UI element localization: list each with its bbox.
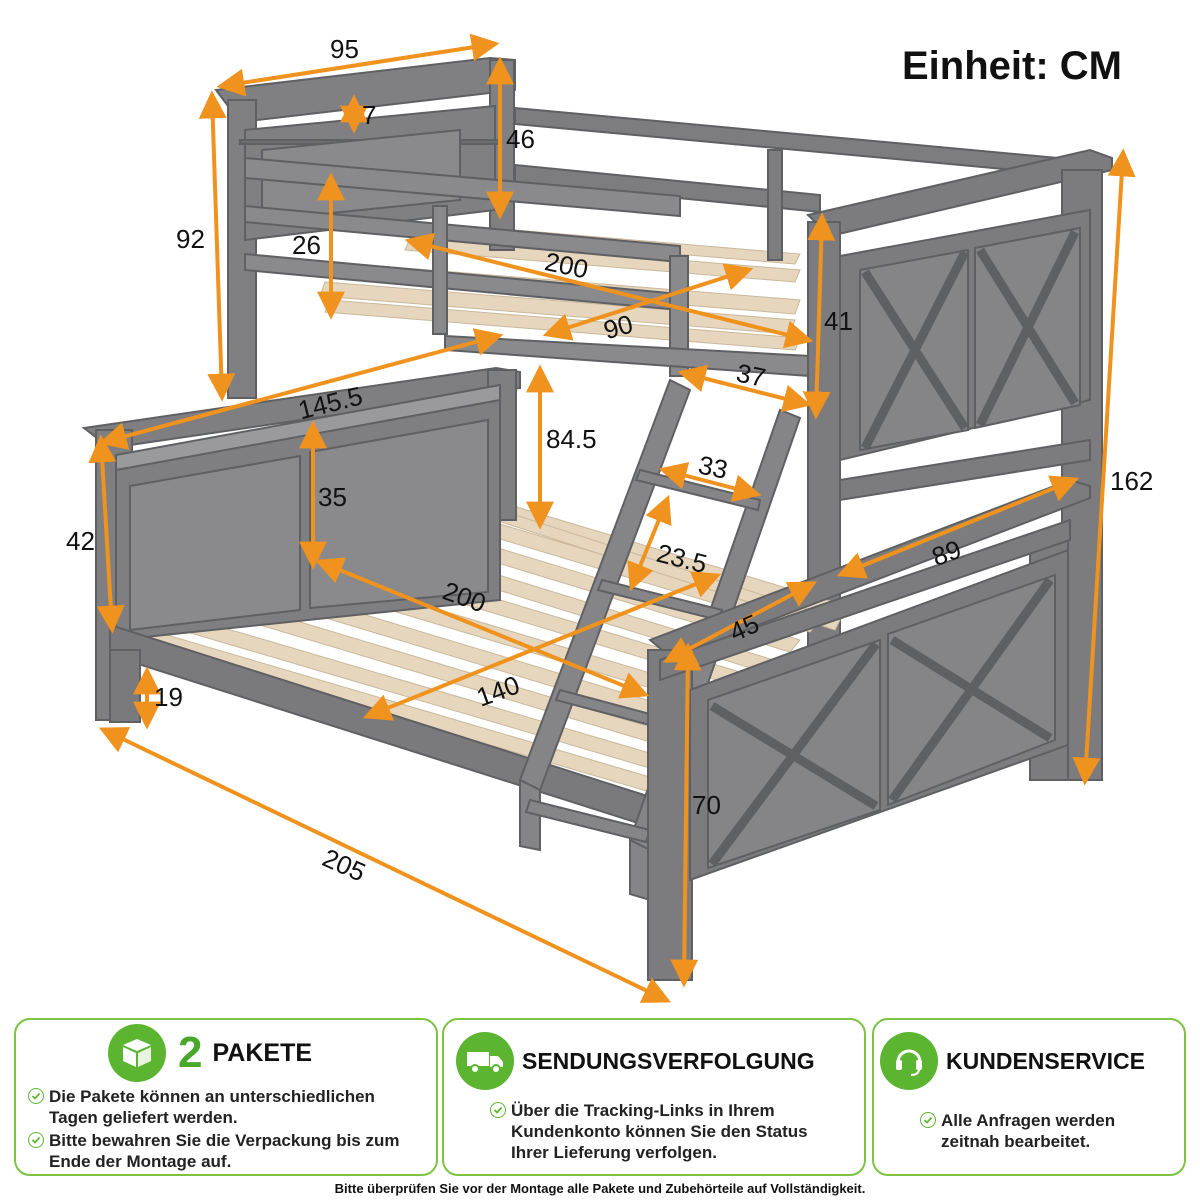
- packages-card-header: 2 PAKETE: [108, 1024, 312, 1082]
- label-between-beds: 84.5: [546, 424, 597, 454]
- dim-line-step-width: [658, 462, 762, 502]
- label-upper-total-height: 92: [176, 224, 205, 254]
- check-icon: [490, 1102, 506, 1118]
- dim-line-total-length: [98, 727, 672, 1003]
- dim-line-upper-width: [542, 263, 754, 341]
- dimension-labels: 95 7 46 92 26 200 90 41 37 145.5 84.5 33…: [66, 34, 1153, 887]
- tracking-title: SENDUNGSVERFOLGUNG: [522, 1047, 815, 1074]
- service-item-1-text: Alle Anfragen werden zeitnah bearbeitet.: [941, 1111, 1116, 1151]
- package-count: 2: [178, 1028, 203, 1077]
- label-top-width: 95: [330, 34, 359, 64]
- dim-line-upper-right-panel: [802, 212, 836, 420]
- label-upper-right-panel: 41: [824, 306, 853, 336]
- lower-footboard: [647, 478, 1091, 981]
- dim-line-ladder-opening: [677, 364, 812, 413]
- packages-item-2: Bitte bewahren Sie die Verpackung bis zu…: [28, 1130, 428, 1172]
- dim-line-upper-total-height: [198, 90, 236, 402]
- check-icon: [28, 1088, 44, 1104]
- dim-line-footboard-height: [670, 642, 702, 988]
- tracking-card: SENDUNGSVERFOLGUNG Über die Tracking-Lin…: [442, 1018, 866, 1176]
- label-lower-panel: 35: [318, 482, 347, 512]
- packages-title: PAKETE: [212, 1038, 313, 1067]
- dim-line-footboard-top: [836, 475, 1080, 579]
- packages-item-1: Die Pakete können an unterschiedlichen T…: [28, 1086, 428, 1128]
- label-upper-guard-height: 26: [292, 230, 321, 260]
- packages-card: 2 PAKETE Die Pakete können an unterschie…: [14, 1018, 438, 1176]
- label-floor-clearance: 19: [154, 682, 183, 712]
- dim-line-total-height: [1072, 148, 1136, 786]
- service-card-header: KUNDENSERVICE: [880, 1032, 1145, 1090]
- check-icon: [920, 1112, 936, 1128]
- service-item-1: Alle Anfragen werden zeitnah bearbeitet.: [920, 1110, 1160, 1152]
- tracking-card-header: SENDUNGSVERFOLGUNG: [456, 1032, 815, 1090]
- dim-line-lower-width: [362, 571, 722, 721]
- label-total-length: 205: [318, 842, 370, 887]
- label-lower-headboard: 42: [66, 526, 95, 556]
- bed-artwork: [81, 56, 1113, 981]
- check-icon: [28, 1132, 44, 1148]
- dim-line-side-rail: [98, 328, 504, 450]
- packages-item-1-text: Die Pakete können an unterschiedlichen T…: [49, 1087, 375, 1127]
- label-total-height: 162: [1110, 466, 1153, 496]
- dim-line-top-width: [216, 33, 500, 97]
- dim-line-lower-headboard: [88, 434, 125, 634]
- tracking-item-1-text: Über die Tracking-Links in Ihrem Kundenk…: [511, 1101, 808, 1162]
- label-upper-headboard-height: 46: [506, 124, 535, 154]
- headset-icon: [880, 1032, 938, 1090]
- service-title: KUNDENSERVICE: [946, 1047, 1145, 1074]
- label-footboard-height: 70: [692, 790, 721, 820]
- footer-note: Bitte überprüfen Sie vor der Montage all…: [334, 1181, 866, 1196]
- service-card: KUNDENSERVICE Alle Anfragen werden zeitn…: [872, 1018, 1186, 1176]
- truck-icon: [456, 1032, 514, 1090]
- packages-item-2-text: Bitte bewahren Sie die Verpackung bis zu…: [49, 1131, 400, 1171]
- bunk-bed-diagram: 95 7 46 92 26 200 90 41 37 145.5 84.5 33…: [66, 33, 1153, 1003]
- dimension-lines: [88, 33, 1136, 1003]
- unit-label: Einheit: CM: [902, 44, 1122, 88]
- package-icon: [108, 1024, 166, 1082]
- label-rail-thickness: 7: [362, 100, 376, 130]
- label-step-width: 33: [696, 449, 731, 484]
- tracking-item-1: Über die Tracking-Links in Ihrem Kundenk…: [490, 1100, 830, 1163]
- label-ladder-opening: 37: [734, 357, 769, 392]
